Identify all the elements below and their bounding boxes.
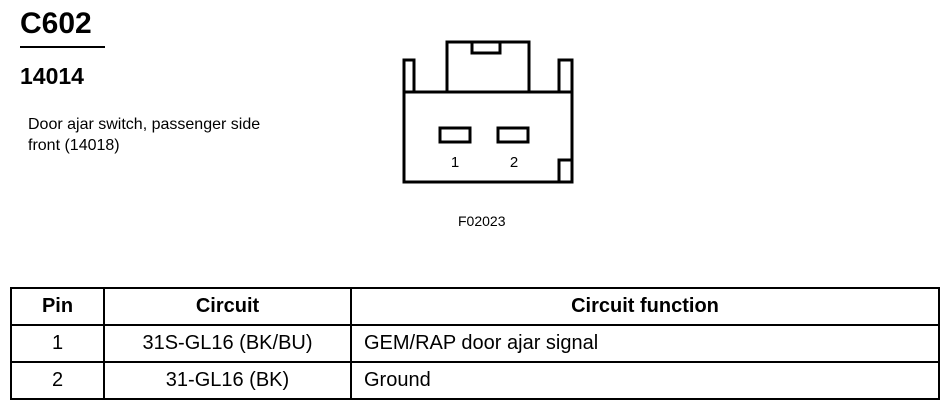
table-row: 2 31-GL16 (BK) Ground [10, 361, 940, 400]
pin-table: Pin Circuit Circuit function 1 31S-GL16 … [10, 287, 940, 400]
figure-label: F02023 [458, 213, 506, 229]
pin-cavity-1 [438, 126, 472, 144]
left-rail [402, 58, 416, 92]
right-rail [557, 58, 574, 92]
pin-label-2: 2 [510, 154, 518, 171]
right-step [557, 158, 572, 182]
connector-diagram: 1 2 [402, 40, 574, 184]
cell-pin: 2 [10, 361, 105, 400]
cell-circuit: 31-GL16 (BK) [103, 361, 352, 400]
pin-label-1: 1 [451, 154, 459, 171]
header-circuit-function: Circuit function [350, 287, 940, 326]
header-pin: Pin [10, 287, 105, 326]
cell-circuit-function: Ground [350, 361, 940, 400]
table-row: 1 31S-GL16 (BK/BU) GEM/RAP door ajar sig… [10, 324, 940, 363]
title-underline [20, 46, 105, 48]
latch-tab [470, 40, 502, 55]
connector-description: Door ajar switch, passenger side front (… [28, 116, 261, 154]
cell-pin: 1 [10, 324, 105, 363]
table-header-row: Pin Circuit Circuit function [10, 287, 940, 326]
connector-body [402, 90, 574, 184]
cell-circuit: 31S-GL16 (BK/BU) [103, 324, 352, 363]
connector-latch [445, 40, 531, 92]
pin-cavity-2 [496, 126, 530, 144]
part-number: 14014 [20, 63, 84, 89]
cell-circuit-function: GEM/RAP door ajar signal [350, 324, 940, 363]
header-circuit: Circuit [103, 287, 352, 326]
connector-id: C602 [20, 7, 92, 40]
